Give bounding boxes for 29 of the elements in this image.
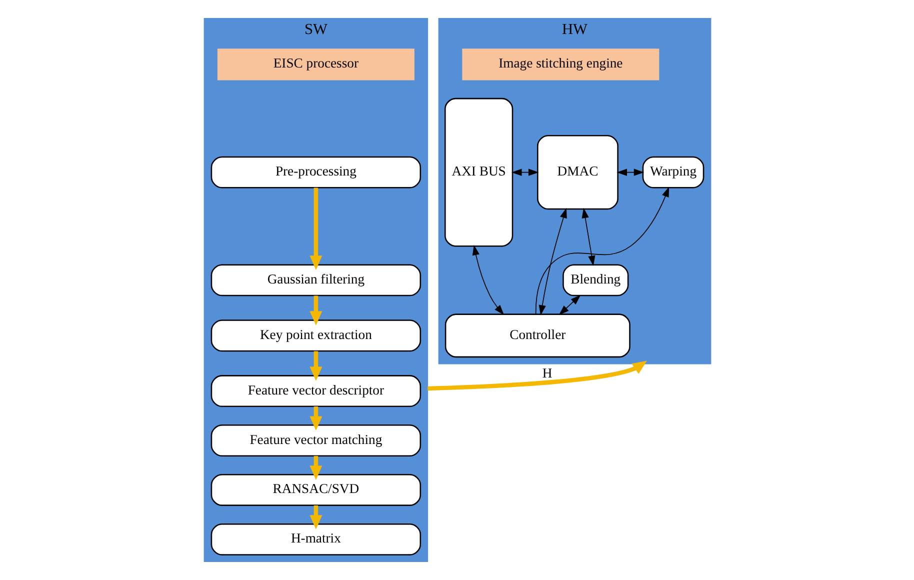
arrow: [558, 294, 580, 316]
arrow: [309, 456, 322, 480]
arrow: [309, 296, 322, 326]
node-box: Pre-processing: [210, 156, 421, 188]
node-box: H-matrix: [210, 523, 421, 556]
node-box: Gaussian filtering: [210, 264, 421, 296]
arrow: [511, 168, 538, 176]
node-box: Blending: [562, 264, 628, 296]
arrow: [581, 208, 595, 266]
node-box: AXI BUS: [444, 98, 513, 247]
node-box: Feature vector descriptor: [210, 375, 421, 408]
arrow: [427, 360, 646, 391]
edge-label: H: [542, 366, 552, 381]
node-box: EISC processor: [216, 48, 414, 80]
node-box: Image stitching engine: [462, 48, 659, 80]
node-box: RANSAC/SVD: [210, 474, 421, 506]
arrow: [309, 505, 322, 530]
arrow: [309, 406, 322, 430]
arrow: [309, 188, 322, 270]
arrow: [534, 186, 669, 314]
node-box: Warping: [642, 156, 704, 188]
node-box: Controller: [444, 314, 630, 358]
arrow: [472, 244, 504, 315]
arrow: [616, 168, 644, 176]
node-box: Feature vector matching: [210, 424, 421, 456]
node-box: DMAC: [536, 135, 618, 210]
arrow: [538, 208, 566, 316]
arrow: [309, 351, 322, 381]
node-box: Key point extraction: [210, 320, 421, 352]
